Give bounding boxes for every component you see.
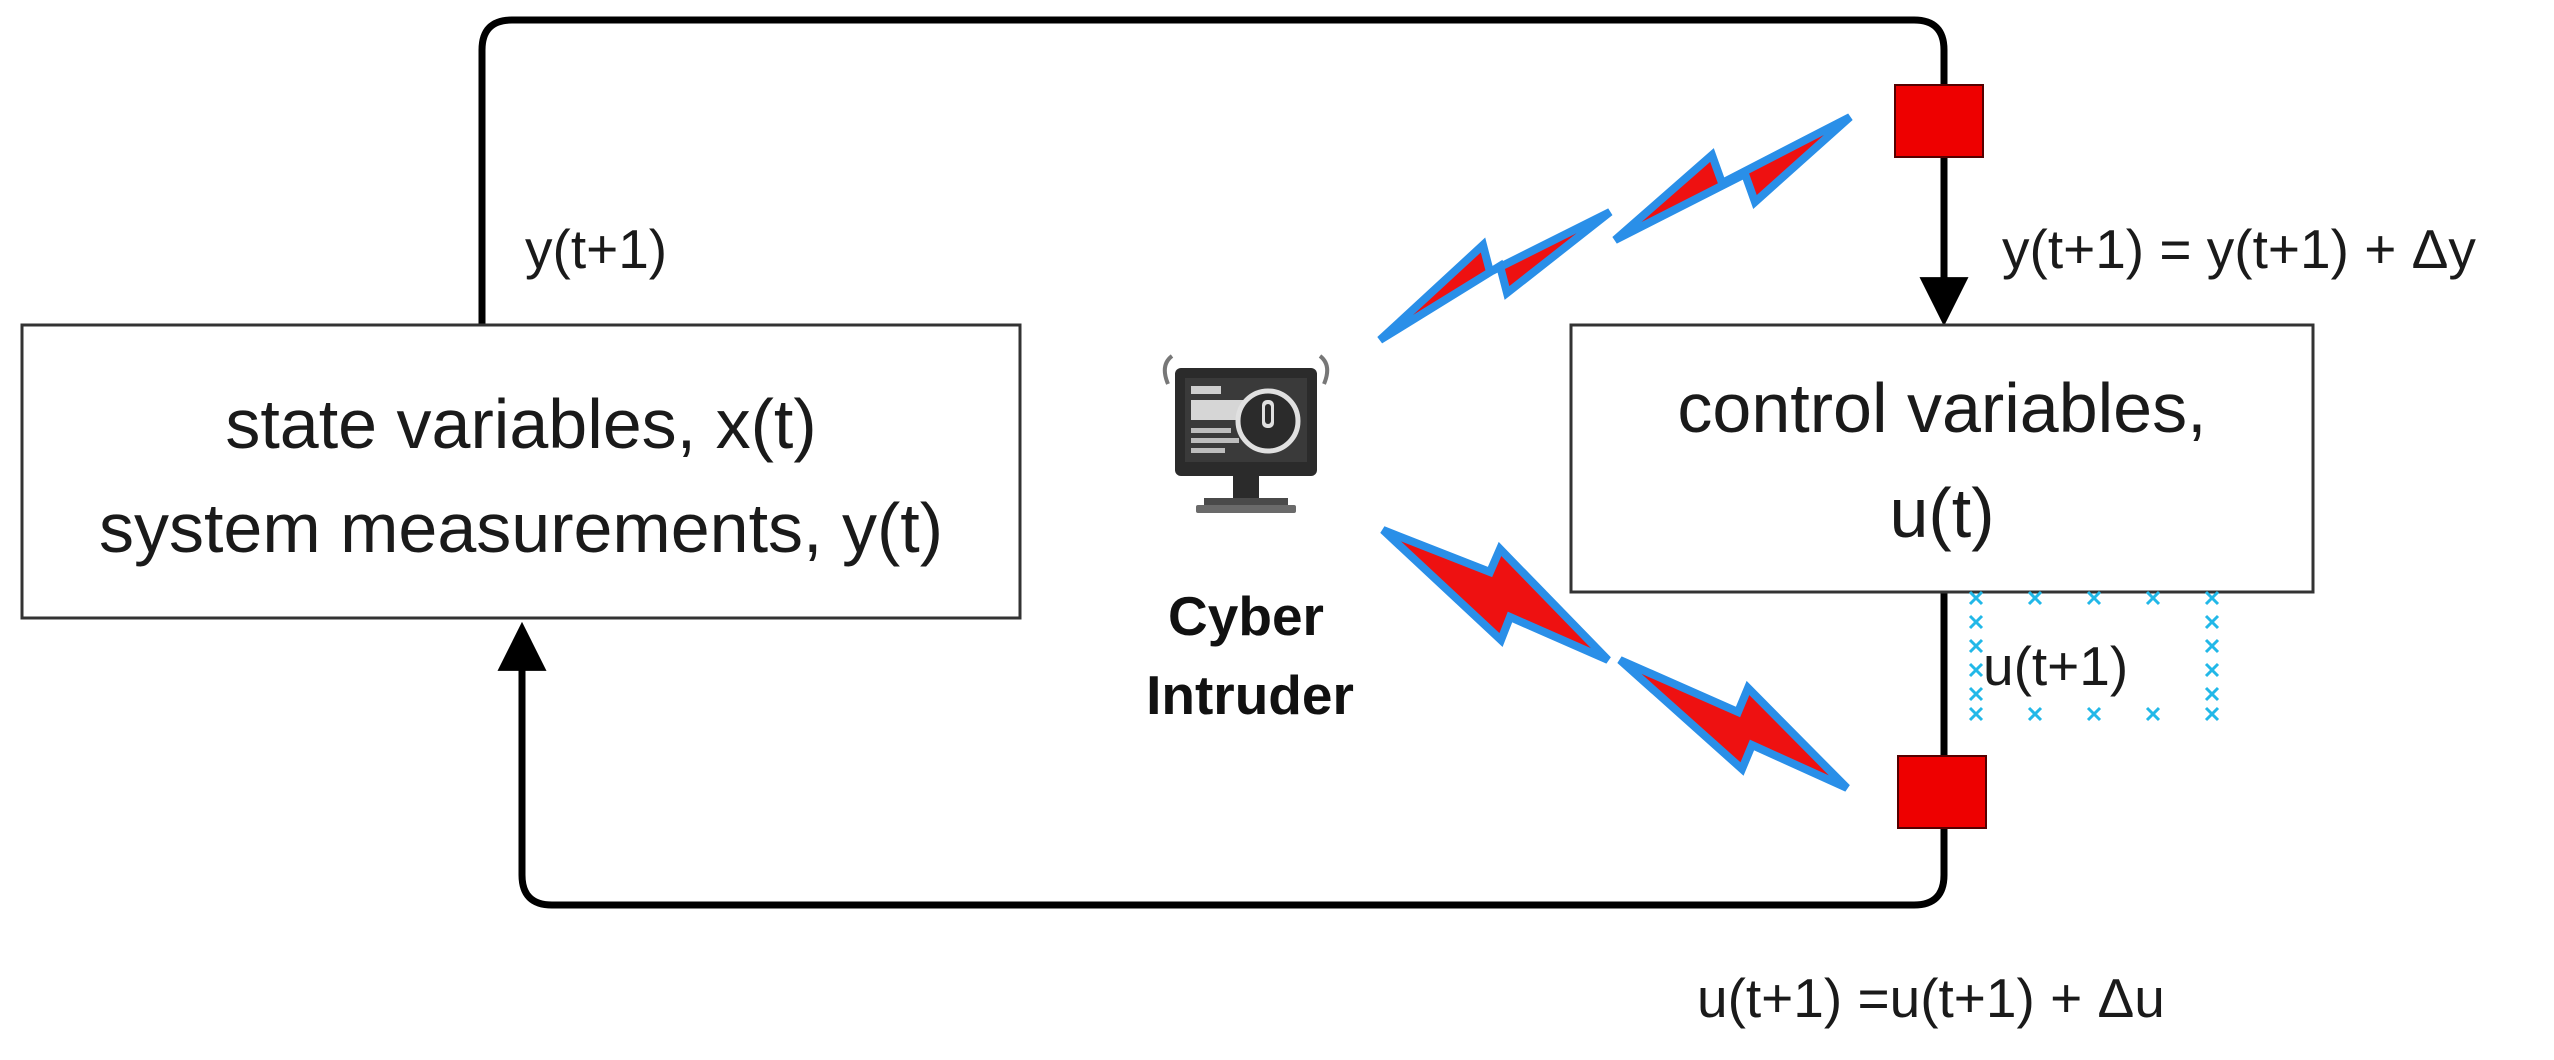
control-variables-box (1569, 323, 2315, 594)
state-box-line1: state variables, x(t) (225, 385, 816, 463)
dotted-mark (1968, 638, 1984, 654)
dotted-mark (2204, 590, 2220, 606)
dotted-mark (2086, 706, 2102, 722)
dotted-mark (2204, 638, 2220, 654)
control-box-line2: u(t) (1890, 474, 1995, 552)
y-feedback-label: y(t+1) (525, 218, 667, 280)
dotted-mark (1968, 706, 1984, 722)
dotted-mark (1968, 686, 1984, 702)
u-output-label: u(t+1) (1983, 635, 2128, 697)
attack-bolt-upper-1 (1377, 208, 1613, 344)
measurement-feedback-line (478, 16, 1969, 327)
dotted-mark (2204, 614, 2220, 630)
computer-monitor-icon (1162, 354, 1330, 513)
dotted-mark (2145, 706, 2161, 722)
dotted-mark (2027, 590, 2043, 606)
intruder-label-line1: Cyber (1168, 585, 1324, 647)
state-box-line2: system measurements, y(t) (99, 489, 943, 567)
dotted-mark (1968, 662, 1984, 678)
attack-bolt-lower-1 (1380, 526, 1611, 664)
measurement-tap-square (1894, 84, 1984, 158)
dotted-mark (2086, 590, 2102, 606)
dotted-region-marks (1968, 590, 2220, 722)
dotted-mark (2027, 706, 2043, 722)
control-box-line1: control variables, (1677, 369, 2206, 447)
control-tap-square (1897, 755, 1987, 829)
dotted-mark (2204, 706, 2220, 722)
dotted-mark (2204, 686, 2220, 702)
dotted-mark (1968, 590, 1984, 606)
dotted-mark (2204, 662, 2220, 678)
attack-bolt-lower-2 (1617, 656, 1850, 792)
u-attack-equation: u(t+1) =u(t+1) + Δu (1697, 967, 2165, 1029)
attack-bolt-upper-2 (1612, 113, 1853, 244)
control-output-line (497, 592, 1948, 909)
y-attack-equation: y(t+1) = y(t+1) + Δy (2002, 218, 2476, 280)
intruder-label-line2: Intruder (1146, 664, 1354, 726)
state-variables-box (20, 323, 1022, 620)
dotted-mark (2145, 590, 2161, 606)
lightning-bolts (1377, 113, 1853, 792)
dotted-mark (1968, 614, 1984, 630)
